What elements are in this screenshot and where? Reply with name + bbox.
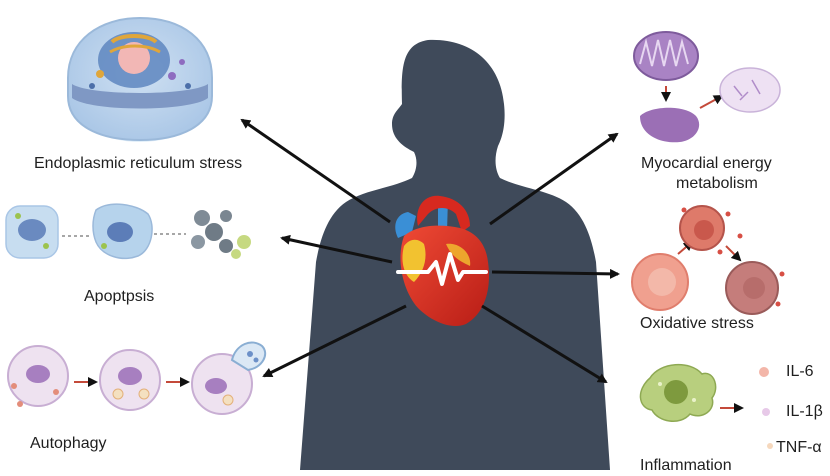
label-tnfa: TNF-α xyxy=(776,439,822,456)
arrow-energy xyxy=(489,132,619,226)
label-energy-line2: metabolism xyxy=(676,175,758,192)
arrows xyxy=(240,118,620,384)
label-autophagy: Autophagy xyxy=(30,435,107,452)
arrow-oxidative xyxy=(491,268,620,279)
autophagy-illustration xyxy=(7,341,267,415)
label-il6: IL-6 xyxy=(786,363,814,380)
il1b-dot xyxy=(762,408,770,416)
er-stress-cell-illustration xyxy=(67,16,213,142)
heart-icon xyxy=(395,195,490,327)
arrow-autophagy xyxy=(262,304,407,378)
apoptosis-illustration xyxy=(5,203,251,260)
arrow-apoptosis xyxy=(280,234,393,264)
tnfa-dot xyxy=(767,443,773,449)
label-apoptosis: Apoptpsis xyxy=(84,288,155,305)
arrow-inflammation xyxy=(481,304,608,384)
arrow-er-stress xyxy=(240,118,391,224)
label-il1b: IL-1β xyxy=(786,403,823,420)
inflammation-illustration xyxy=(639,363,773,449)
il6-dot xyxy=(759,367,769,377)
mitochondria-illustration xyxy=(633,31,781,143)
label-oxidative: Oxidative stress xyxy=(640,315,754,332)
label-inflammation: Inflammation xyxy=(640,457,732,474)
label-energy-line1: Myocardial energy xyxy=(641,155,772,172)
oxidative-stress-illustration xyxy=(631,205,785,315)
label-er-stress: Endoplasmic reticulum stress xyxy=(34,155,243,172)
ecg-line xyxy=(396,252,488,286)
